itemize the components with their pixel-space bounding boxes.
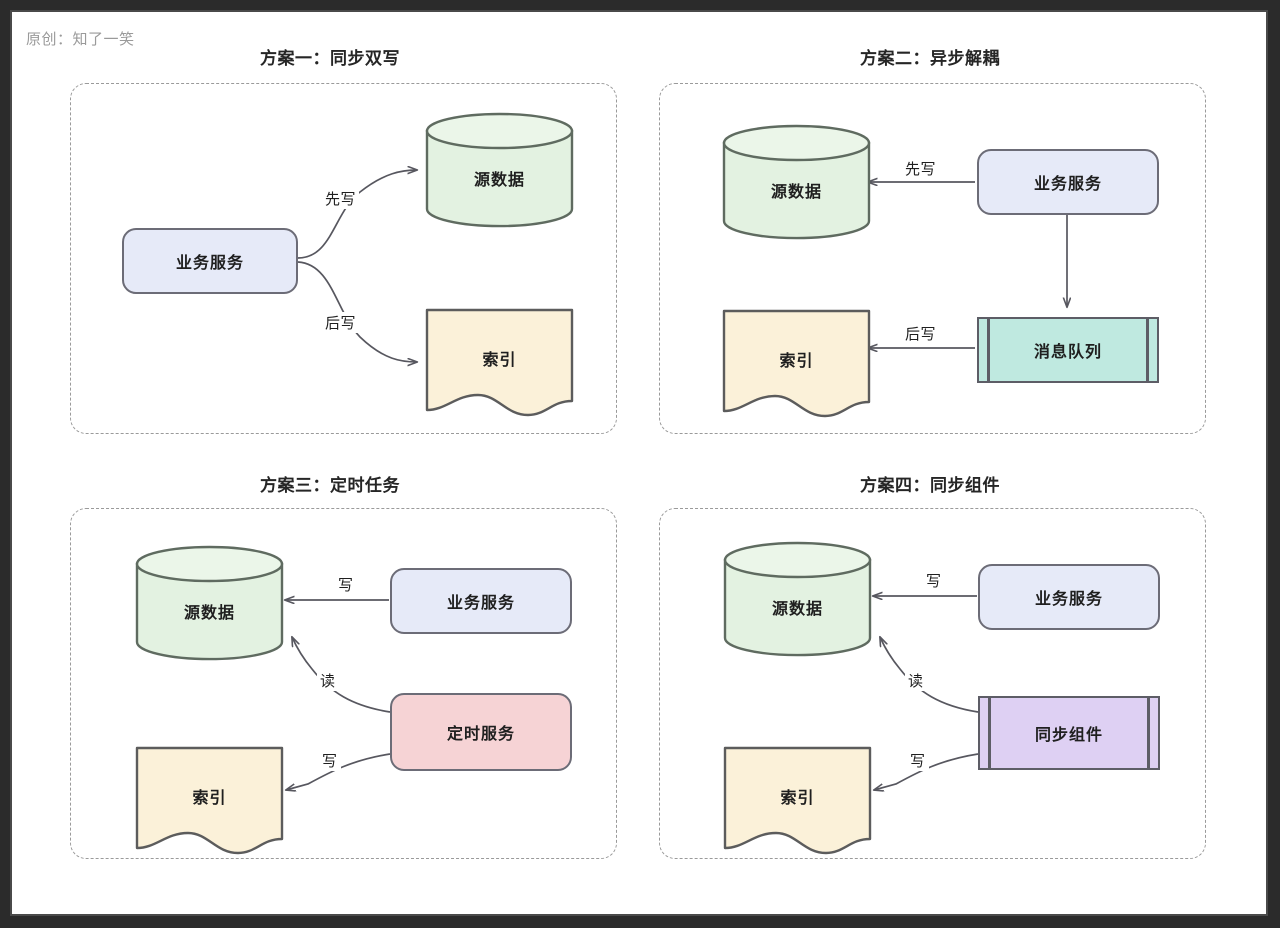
subroutine-left-bar: [987, 319, 990, 381]
node-p2-service[interactable]: 业务服务: [977, 149, 1159, 215]
cylinder-icon: [425, 112, 574, 228]
node-label: 定时服务: [446, 726, 515, 743]
node-label: 业务服务: [1033, 176, 1102, 193]
subroutine-right-bar: [1146, 319, 1149, 381]
edge-label-p3-2: 读: [317, 670, 339, 691]
subroutine-left-bar: [988, 698, 991, 768]
node-label: 业务服务: [446, 595, 515, 612]
node-p3-timer[interactable]: 定时服务: [390, 693, 572, 771]
node-label: 业务服务: [1034, 591, 1103, 608]
panel-4-frame: [659, 508, 1206, 859]
node-p2-mq[interactable]: 消息队列: [977, 317, 1159, 383]
node-p3-service[interactable]: 业务服务: [390, 568, 572, 634]
edge-label-p3-3: 写: [319, 750, 341, 771]
panel-4-title: 方案四：同步组件: [860, 476, 1000, 495]
document-icon: [135, 746, 284, 855]
edge-label-p2-3: 后写: [902, 323, 940, 344]
cylinder-icon: [135, 545, 284, 661]
edge-label-p2-1: 先写: [902, 158, 940, 179]
panel-2-frame: [659, 83, 1206, 434]
panel-3-frame: [70, 508, 617, 859]
node-p3-source[interactable]: 源数据: [134, 545, 285, 661]
node-p4-index[interactable]: 索引: [722, 745, 873, 855]
edge-label-p4-1: 写: [923, 570, 945, 591]
panel-2-title: 方案二：异步解耦: [860, 49, 1000, 68]
edge-label-p4-2: 读: [905, 670, 927, 691]
node-p2-source[interactable]: 源数据: [721, 124, 872, 240]
node-p4-source[interactable]: 源数据: [722, 541, 873, 657]
cylinder-icon: [723, 541, 872, 657]
node-p1-index[interactable]: 索引: [424, 307, 575, 417]
diagram-canvas: 原创：知了一笑 方案一：同步双写 业务服务 源数据: [10, 10, 1268, 916]
node-p1-source[interactable]: 源数据: [424, 112, 575, 228]
document-icon: [425, 308, 574, 417]
document-icon: [722, 309, 871, 418]
node-p3-index[interactable]: 索引: [134, 745, 285, 855]
node-p1-service[interactable]: 业务服务: [122, 228, 298, 294]
node-p4-sync[interactable]: 同步组件: [978, 696, 1160, 770]
watermark-text: 原创：知了一笑: [26, 31, 135, 48]
node-label: 消息队列: [1033, 344, 1102, 361]
edge-label-p4-3: 写: [907, 750, 929, 771]
edge-label-p1-1: 先写: [322, 188, 360, 209]
panel-1-title: 方案一：同步双写: [260, 49, 400, 68]
node-p4-service[interactable]: 业务服务: [978, 564, 1160, 630]
edge-label-p1-2: 后写: [322, 312, 360, 333]
node-p2-index[interactable]: 索引: [721, 308, 872, 418]
panel-3-title: 方案三：定时任务: [260, 476, 400, 495]
document-icon: [723, 746, 872, 855]
panel-1-frame: [70, 83, 617, 434]
node-label: 业务服务: [175, 255, 244, 272]
node-label: 同步组件: [1034, 727, 1103, 744]
cylinder-icon: [722, 124, 871, 240]
edge-label-p3-1: 写: [335, 574, 357, 595]
subroutine-right-bar: [1147, 698, 1150, 768]
